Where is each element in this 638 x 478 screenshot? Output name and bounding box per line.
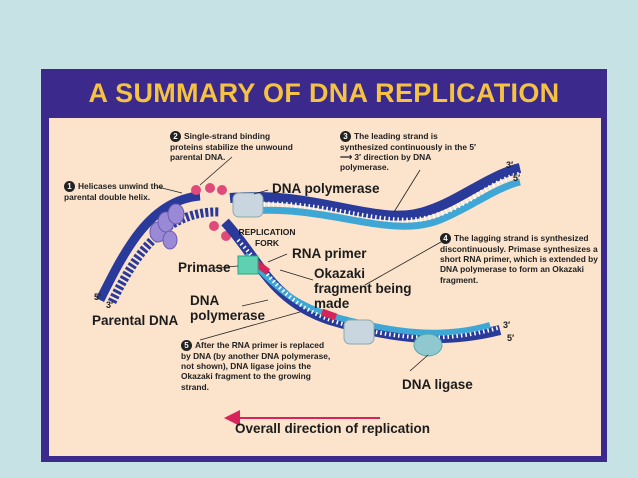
primase-shape	[237, 255, 259, 275]
overall-direction-label: Overall direction of replication	[235, 421, 431, 436]
callout-2-text: Single-strand binding proteins stabilize…	[170, 131, 293, 163]
step-number-1: 1	[64, 181, 75, 192]
callout-4-text: The lagging strand is synthesized discon…	[440, 233, 598, 285]
label-dna-polymerase-left: DNA polymerase	[190, 293, 266, 323]
dna-ligase-shape	[413, 333, 443, 357]
step-number-4: 4	[440, 233, 451, 244]
label-dna-polymerase-top: DNA polymerase	[272, 181, 380, 196]
parental-strand-back	[95, 191, 201, 303]
label-primase: Primase	[178, 260, 231, 275]
callout-1-text: Helicases unwind the parental double hel…	[64, 181, 164, 202]
rna-primer-mark-2	[320, 308, 338, 321]
leader-lines	[157, 156, 449, 372]
leading-template	[229, 163, 522, 221]
end-label-5prime-right: 5′	[507, 333, 515, 343]
label-okazaki-fragment: Okazaki fragment being made	[314, 266, 412, 311]
slide-title: A SUMMARY OF DNA REPLICATION	[88, 78, 560, 108]
end-label-5prime-left: 5′	[94, 292, 102, 302]
end-label-3prime-left: 3′	[106, 300, 114, 310]
step-number-2: 2	[170, 131, 181, 142]
step-number-5: 5	[181, 340, 192, 351]
step-number-3: 3	[340, 131, 351, 142]
dna-polymerase-lagging-shape	[343, 319, 375, 345]
dna-polymerase-top-shape	[232, 192, 264, 218]
label-rna-primer: RNA primer	[292, 246, 367, 261]
callout-5-text: After the RNA primer is replaced by DNA …	[181, 340, 331, 392]
end-label-5prime-top: 5′	[513, 173, 521, 183]
label-parental-dna: Parental DNA	[92, 313, 179, 328]
lagging-new-strand	[242, 252, 491, 336]
label-dna-ligase: DNA ligase	[402, 377, 473, 392]
leading-ladder	[249, 171, 521, 223]
label-replication-fork: REPLICATION FORK	[238, 227, 296, 248]
helicase-proteins	[149, 203, 185, 250]
end-label-3prime-right: 3′	[503, 320, 511, 330]
leading-new-strand	[249, 178, 521, 230]
callout-3-text: The leading strand is synthesized contin…	[340, 131, 477, 173]
end-label-3prime-top: 3′	[506, 160, 514, 170]
